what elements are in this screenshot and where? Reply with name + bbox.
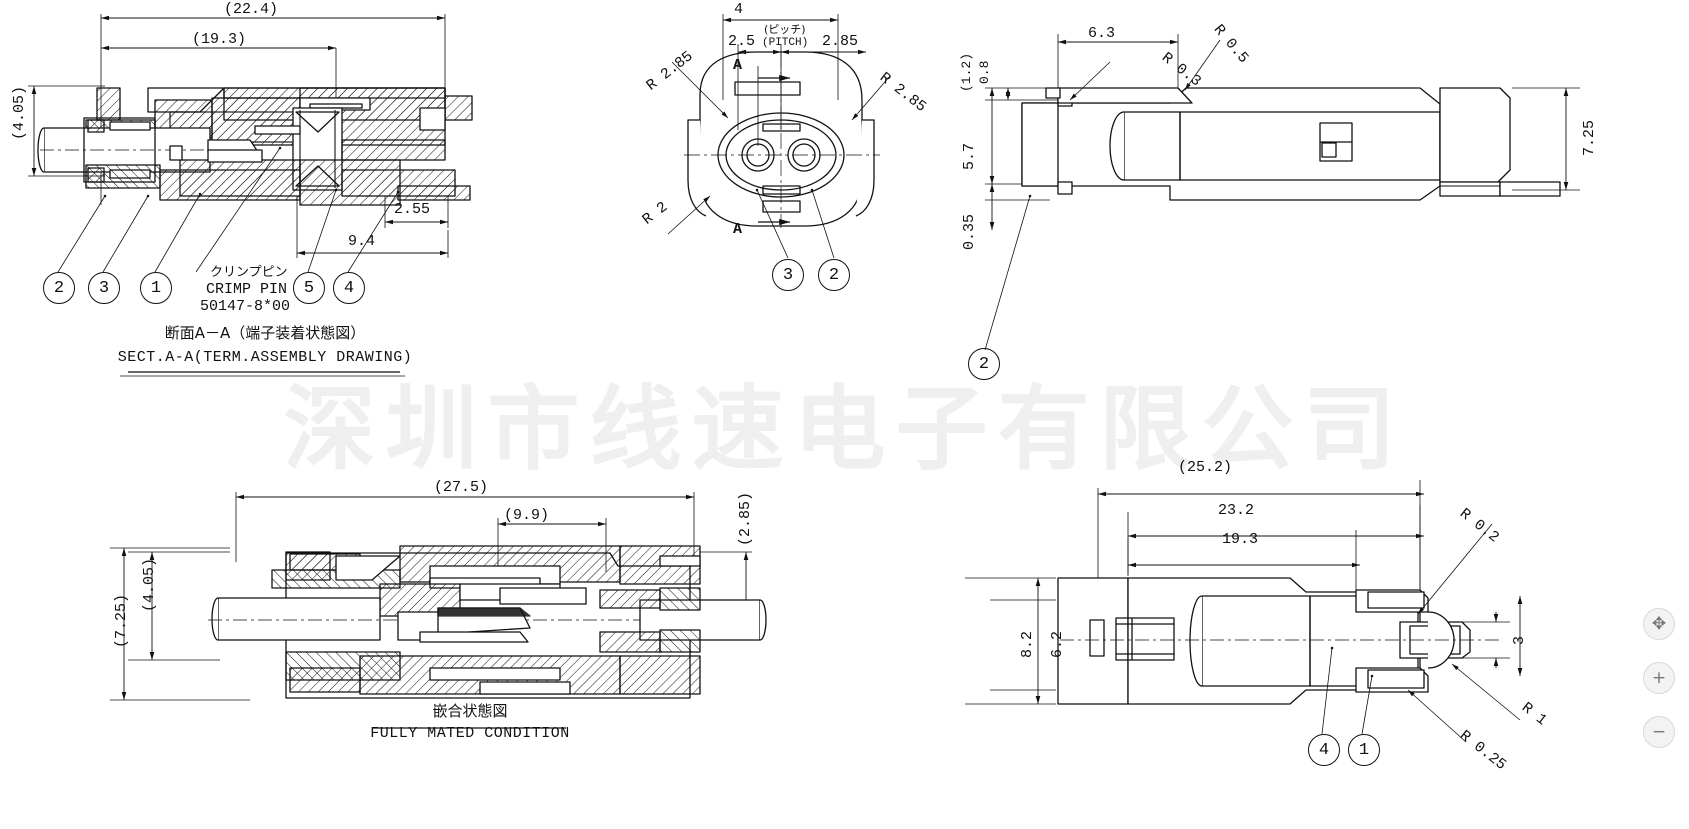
balloon-4-sect: 4: [333, 272, 365, 304]
dim-19-3-right: 19.3: [1222, 531, 1259, 548]
balloon-2-topright: 2: [968, 348, 1000, 380]
dim-2-55: 2.55: [394, 201, 431, 218]
dim-1-2: (1.2): [959, 52, 974, 92]
dim-4-05-left: (4.05): [11, 85, 28, 140]
pan-tool-button[interactable]: ✥: [1643, 608, 1675, 640]
dim-23-2: 23.2: [1218, 502, 1255, 519]
balloon-3-sect: 3: [88, 272, 120, 304]
balloon-2-face: 2: [818, 259, 850, 291]
section-aa-caption-en: SECT.A-A(TERM.ASSEMBLY DRAWING): [117, 349, 413, 366]
dim-0-35: 0.35: [961, 213, 978, 250]
crimp-pin-note-en: CRIMP PIN: [206, 280, 288, 298]
radius-2-85-left: R 2.85: [643, 47, 697, 95]
dim-4-pitch-overall: 4: [734, 1, 744, 18]
dim-4-05-mated: (4.05): [141, 557, 158, 612]
dim-25-2: (25.2): [1178, 459, 1233, 476]
dim-2-85-right: 2.85: [822, 33, 859, 50]
radius-0-3: R 0.3: [1158, 49, 1205, 91]
dim-6-3: 6.3: [1088, 25, 1116, 42]
radius-0-5: R 0.5: [1209, 21, 1252, 67]
dim-7-25-right: 7.25: [1581, 119, 1598, 156]
balloon-3-face: 3: [772, 259, 804, 291]
zoom-out-button[interactable]: −: [1643, 716, 1675, 748]
radius-2-85-right: R 2.85: [876, 69, 930, 116]
radius-0-25: R 0.25: [1456, 727, 1510, 774]
section-aa-caption-jp: 断面A－A（端子装着状態図）: [164, 324, 366, 342]
crimp-pin-note-jp: クリンプピン: [210, 265, 288, 280]
dim-7-25-mated: (7.25): [113, 593, 130, 648]
section-aa-caption: 断面A－A（端子装着状態図） SECT.A-A(TERM.ASSEMBLY DR…: [110, 322, 420, 366]
dim-3: 3: [1511, 635, 1528, 645]
crimp-pin-part-number: 50147-8*00: [200, 298, 291, 316]
dim-pitch-en: (PITCH): [762, 37, 809, 49]
balloon-1-sect: 1: [140, 272, 172, 304]
dim-22-4: (22.4): [224, 1, 279, 18]
section-mark-a-bottom: A: [733, 221, 743, 238]
balloon-5-sect: 5: [293, 272, 325, 304]
mated-caption-jp: 嵌合状態図: [432, 702, 508, 720]
radius-1: R 1: [1518, 699, 1550, 730]
zoom-in-button[interactable]: +: [1643, 662, 1675, 694]
dim-27-5: (27.5): [434, 479, 489, 496]
dim-9-9: (9.9): [504, 507, 550, 524]
dim-19-3: (19.3): [192, 31, 247, 48]
mated-caption-en: FULLY MATED CONDITION: [370, 725, 570, 742]
dim-0-8: 0.8: [977, 60, 992, 84]
dim-2-5: 2.5: [728, 33, 756, 50]
balloon-1-bottomright: 1: [1348, 734, 1380, 766]
crimp-pin-note: クリンプピン CRIMP PIN 50147-8*00: [200, 266, 290, 315]
mated-caption: 嵌合状態図 FULLY MATED CONDITION: [370, 700, 570, 742]
radius-2: R 2: [639, 198, 672, 229]
section-mark-a-top: A: [733, 57, 743, 74]
dim-8-2: 8.2: [1019, 630, 1036, 658]
dim-9-4: 9.4: [348, 233, 376, 250]
dim-5-7: 5.7: [961, 142, 978, 170]
dim-pitch-jp: (ピッチ): [764, 23, 806, 36]
dim-2-85-mated: (2.85): [737, 491, 754, 546]
dim-6-2: 6.2: [1049, 630, 1066, 658]
radius-0-2: R 0.2: [1456, 505, 1503, 547]
balloon-2-sect: 2: [43, 272, 75, 304]
balloon-4-bottomright: 4: [1308, 734, 1340, 766]
